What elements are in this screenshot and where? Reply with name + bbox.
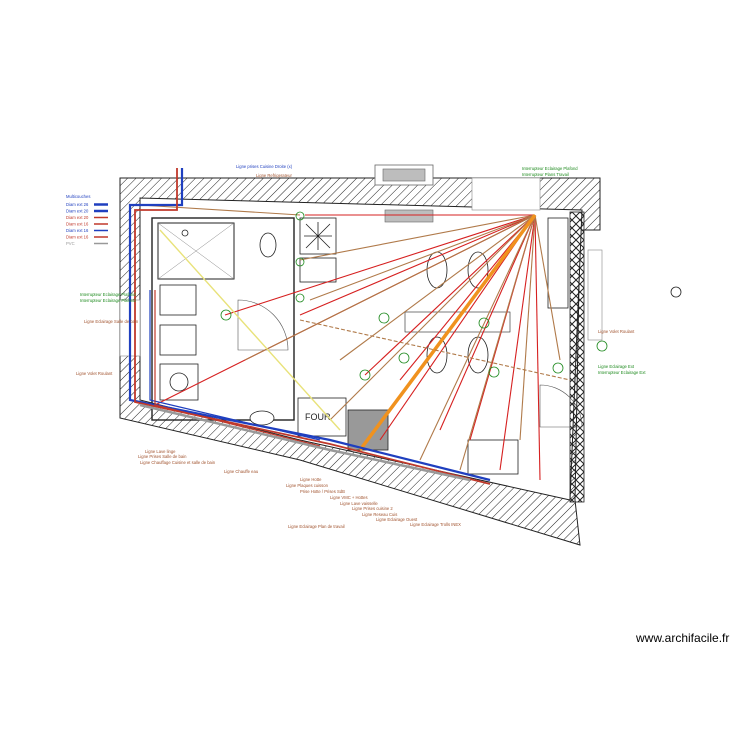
label-eclairage-ext: Ligne Eclairage Ext xyxy=(598,364,635,369)
label-eclairage-left: Ligne Eclairage Salle de bain xyxy=(84,319,139,324)
legend-item-label: Diam ext 20 xyxy=(66,215,89,220)
label-bottom-9: Ligne Lave vaisselle xyxy=(340,501,378,506)
legend-item-label: Diam ext 16 xyxy=(66,235,89,240)
label-bottom-1: Ligne Lave linge xyxy=(145,449,176,454)
oven xyxy=(297,397,347,437)
legend-item-label: Diam ext 16 xyxy=(66,222,89,227)
annotations: Ligne prises Cuisine Droite (x) Ligne Re… xyxy=(76,164,646,529)
sink-2 xyxy=(159,324,197,356)
label-bottom-10: Ligne Prises cuisine 2 xyxy=(352,506,393,511)
pipes xyxy=(128,168,491,485)
legend-item-label: PVC xyxy=(66,241,75,246)
label-volet-left: Ligne Volet Roulant xyxy=(76,371,113,376)
label-inter-left-2: Interrupteur Eclairage Plafond xyxy=(80,298,136,303)
label-bottom-7: Prise Hotte / Prises SdB xyxy=(300,489,345,494)
label-bottom-2: Ligne Prises Salle de bain xyxy=(138,454,187,459)
label-bottom-5: Ligne Hotte xyxy=(300,477,322,482)
door-swing xyxy=(237,299,289,351)
label-refrigerateur: Ligne Refrigerateur xyxy=(256,173,292,178)
table xyxy=(404,311,511,333)
washing-machine xyxy=(159,363,199,401)
label-bottom-14: Ligne Eclairage Plan de travail xyxy=(288,524,345,529)
label-prises-cuisine: Ligne prises Cuisine Droite (x) xyxy=(236,164,293,169)
label-volet-right: Ligne Volet Roulant xyxy=(598,329,635,334)
fixture-markers xyxy=(220,211,682,381)
kitchen: FOUR xyxy=(297,217,583,475)
label-bottom-8: Ligne VMC + Hottes xyxy=(330,495,368,500)
window-right xyxy=(587,249,603,341)
oven-label: FOUR xyxy=(305,412,331,422)
sink-1 xyxy=(159,284,197,316)
label-bottom-3: Ligne Chauffage Cuisine et salle de bain xyxy=(140,460,216,465)
label-bottom-11: Ligne Reseau Cuis xyxy=(362,512,397,517)
wiring xyxy=(139,204,571,481)
label-bottom-4: Ligne Chauffe eau xyxy=(224,469,259,474)
toilet xyxy=(259,232,277,258)
kitchen-sink xyxy=(467,439,519,475)
label-bottom-6: Ligne Plaques cuisson xyxy=(286,483,329,488)
legend-item-label: Diam ext 20 xyxy=(66,209,89,214)
label-inter-left-1: Interrupteur Eclairage Plafond xyxy=(80,292,136,297)
label-inter-plans: Interrupteur Plans Travail xyxy=(522,172,569,177)
legend-title: Multicouches xyxy=(66,194,90,199)
label-inter-plafond: Interrupteur Eclairage Plafond xyxy=(522,166,578,171)
window-top-right xyxy=(471,177,541,211)
north-marker-icon xyxy=(670,286,682,298)
legend-item-label: Diam ext 26 xyxy=(66,202,89,207)
right-wall xyxy=(569,211,585,503)
label-bottom-12: Ligne Eclairage Ouest xyxy=(376,517,418,522)
label-inter-ext: Interrupteur Eclairage Ext xyxy=(598,370,646,375)
watermark: www.archifacile.fr xyxy=(636,631,730,645)
hob xyxy=(347,409,389,451)
label-bottom-13: Ligne Eclairage Trolls INEX xyxy=(410,522,461,527)
legend-item-label: Diam ext 16 xyxy=(66,228,89,233)
